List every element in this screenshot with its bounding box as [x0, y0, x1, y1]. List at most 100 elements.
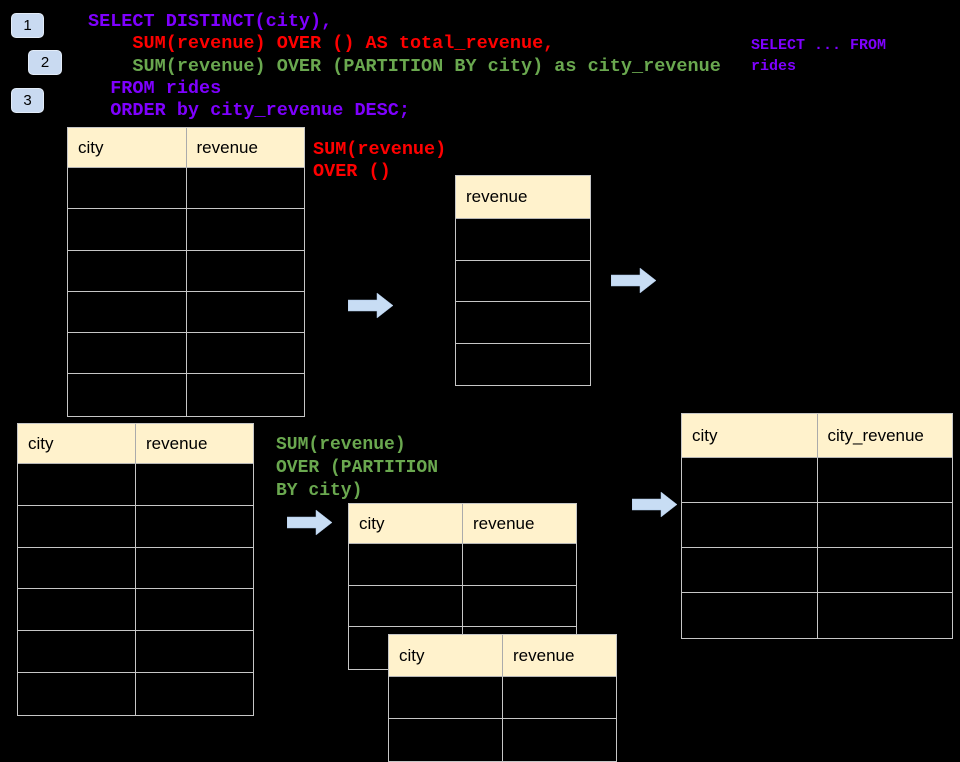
table-cell	[818, 593, 953, 638]
table-cell	[682, 593, 818, 638]
table-row	[682, 548, 952, 593]
right-arrow-icon	[632, 491, 678, 518]
table-cell	[187, 333, 305, 373]
table-row	[456, 261, 590, 302]
table-cell	[18, 589, 136, 631]
table-cell	[818, 503, 953, 547]
table-cell	[456, 219, 590, 260]
code-line: SELECT DISTINCT(city),	[88, 11, 333, 32]
code-line: SELECT ... FROM	[751, 37, 887, 54]
table-row	[68, 374, 305, 416]
right-arrow-icon	[348, 292, 394, 319]
table-cell	[18, 631, 136, 672]
table-cell	[68, 168, 187, 209]
code-line: SUM(revenue) OVER (PARTITION BY city) as…	[88, 55, 721, 77]
table-cell	[187, 168, 305, 208]
table-cell	[456, 261, 590, 302]
table-row	[68, 209, 305, 251]
table-cell	[349, 585, 463, 627]
table-cell	[187, 374, 305, 415]
table-row	[682, 503, 952, 548]
column-header: revenue	[473, 513, 535, 533]
column-header: revenue	[466, 187, 528, 206]
code-line: OVER (PARTITION	[276, 457, 439, 478]
table-row	[18, 589, 253, 632]
table-cell	[187, 251, 305, 291]
table-row	[68, 291, 305, 334]
table-partition-group-b: city revenue	[388, 634, 617, 762]
table-header-row: city city_revenue	[682, 414, 952, 458]
code-line: SUM(revenue)	[313, 139, 447, 160]
table-cell	[136, 589, 253, 630]
table-source-rows-partition: city revenue	[17, 423, 254, 716]
code-line: SUM(revenue) OVER () AS total_revenue,	[88, 33, 555, 55]
table-header-row: city revenue	[68, 128, 304, 168]
code-line: BY city)	[276, 480, 363, 501]
code-line: rides	[751, 57, 797, 75]
table-cell	[136, 673, 253, 715]
table-row	[68, 250, 305, 292]
table-row	[389, 677, 616, 719]
table-row	[68, 333, 305, 375]
table-cell	[18, 464, 136, 505]
table-cell	[349, 544, 463, 585]
table-row	[349, 585, 576, 628]
table-cell	[818, 548, 953, 592]
table-row	[349, 544, 576, 586]
table-cell	[136, 631, 253, 672]
table-cell	[456, 302, 590, 343]
table-row	[456, 302, 590, 344]
table-cell	[503, 677, 616, 718]
table-cell	[463, 586, 576, 627]
column-header: city_revenue	[827, 425, 924, 445]
step-badge-1: 1	[11, 13, 44, 38]
table-total-revenue-column: revenue	[455, 175, 591, 386]
column-header: city	[18, 424, 136, 463]
table-row	[682, 593, 952, 638]
table-row	[18, 464, 253, 506]
table-cell	[68, 209, 187, 250]
table-header-row: revenue	[456, 176, 590, 219]
table-cell	[463, 544, 576, 585]
column-header: revenue	[196, 137, 258, 157]
table-cell	[682, 548, 818, 592]
table-cell	[68, 333, 187, 374]
table-cell	[18, 547, 136, 589]
table-row	[68, 168, 305, 210]
table-cell	[818, 458, 953, 502]
table-cell	[456, 344, 590, 386]
code-line: SUM(revenue)	[276, 435, 406, 455]
code-line: FROM rides	[88, 77, 222, 99]
table-cell	[18, 505, 136, 547]
table-cell	[136, 548, 253, 589]
table-header-row: city revenue	[18, 424, 253, 464]
table-cell	[503, 719, 616, 761]
table-row	[456, 219, 590, 261]
right-arrow-icon	[611, 267, 657, 294]
code-line: ORDER by city_revenue DESC;	[88, 100, 410, 122]
table-row	[456, 344, 590, 386]
table-cell	[136, 464, 253, 505]
table-cell	[68, 250, 187, 291]
table-cell	[682, 458, 818, 502]
column-header: city	[389, 635, 503, 676]
table-cell	[187, 292, 305, 332]
column-header: revenue	[146, 433, 208, 453]
table-header-row: city revenue	[389, 635, 616, 677]
table-cell	[136, 506, 253, 547]
column-header: revenue	[513, 645, 575, 665]
column-header: city	[682, 414, 818, 457]
table-cell	[68, 291, 187, 333]
annotation-select-from-rides: SELECT ... FROM rides	[751, 36, 886, 77]
slide-canvas: { "colors": { "background": "#000000", "…	[11, 11, 953, 762]
table-row	[18, 631, 253, 673]
code-line: OVER ()	[313, 161, 391, 182]
column-header: city	[68, 128, 187, 167]
table-result-city-revenue: city city_revenue	[681, 413, 953, 639]
right-arrow-icon	[287, 509, 333, 536]
table-row	[18, 672, 253, 715]
table-cell	[187, 209, 305, 249]
